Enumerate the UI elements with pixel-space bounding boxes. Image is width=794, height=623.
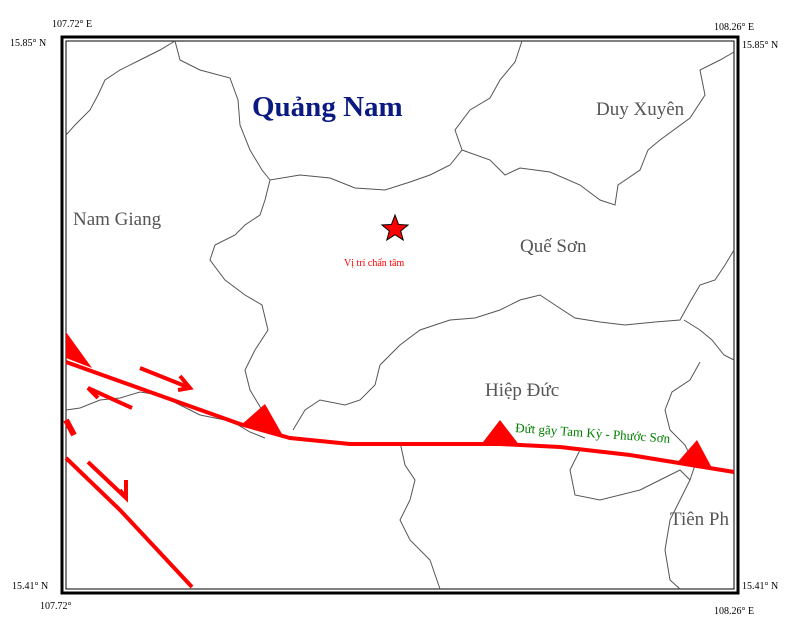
- coord-bottom-left-lon: 107.72°: [40, 601, 72, 612]
- coord-bottom-right-lat: 15.41° N: [742, 581, 778, 592]
- boundary-tien-phuoc: [569, 449, 691, 590]
- district-boundaries: [65, 40, 735, 590]
- boundary-north-east: [461, 51, 735, 206]
- district-label-nam-giang: Nam Giang: [73, 209, 162, 230]
- boundary-north-west: [174, 40, 523, 191]
- district-label-que-son: Quế Sơn: [520, 236, 587, 257]
- boundary-central-west: [209, 179, 281, 433]
- fault-segment-upper-arrow: [139, 366, 194, 392]
- fault-segment-long: [64, 456, 194, 589]
- fault-segment-stub: [63, 418, 77, 437]
- fault-label: Đứt gãy Tam Kỳ - Phước Sơn: [515, 420, 671, 446]
- boundary-south-central: [399, 441, 441, 590]
- boundary-que-son-south: [292, 249, 735, 431]
- coord-top-left-lat: 15.85° N: [10, 38, 46, 49]
- main-fault-line: [65, 360, 735, 474]
- fault-segment-lower-arrow: [86, 386, 133, 410]
- epicenter-label: Vị trí chấn tâm: [344, 258, 404, 269]
- boundary-nam-giang: [65, 40, 176, 136]
- fault-tooth: [66, 332, 92, 368]
- district-label-duy-xuyen: Duy Xuyên: [596, 99, 685, 120]
- fault-tooth: [676, 440, 712, 468]
- province-label: Quảng Nam: [252, 91, 403, 123]
- coord-top-left-lon: 107.72° E: [52, 19, 92, 30]
- secondary-faults: [63, 366, 194, 589]
- fault-segment-diagonal: [86, 460, 128, 503]
- coord-top-right-lat: 15.85° N: [742, 40, 778, 51]
- star-icon: [380, 213, 410, 242]
- district-label-tien-phuoc: Tiên Ph: [670, 509, 729, 530]
- district-label-hiep-duc: Hiệp Đức: [485, 380, 559, 401]
- map-frame-inner: [65, 40, 735, 590]
- map-frame-outer: [60, 35, 740, 595]
- coord-bottom-left-lat: 15.41° N: [12, 581, 48, 592]
- fault-teeth: [66, 332, 712, 468]
- coord-bottom-right-lon: 108.26° E: [714, 606, 754, 617]
- coord-top-right-lon: 108.26° E: [714, 22, 754, 33]
- fault-tooth: [240, 404, 282, 434]
- fault-tooth: [480, 420, 520, 446]
